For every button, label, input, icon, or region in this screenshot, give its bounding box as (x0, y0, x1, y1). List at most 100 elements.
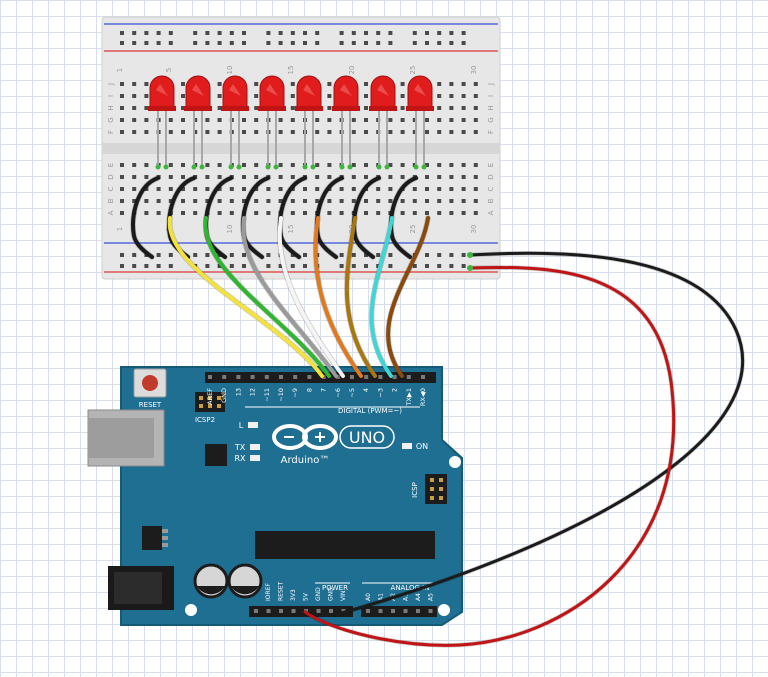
breadboard-hole (339, 211, 344, 215)
red-led-icon (295, 75, 323, 170)
breadboard-hole (132, 175, 137, 179)
breadboard-hole (290, 118, 295, 122)
power-pin[interactable] (341, 609, 346, 613)
breadboard-hole (412, 130, 417, 134)
digital-pin[interactable] (406, 375, 411, 379)
signal-wire[interactable] (241, 216, 338, 378)
analog-pin[interactable] (416, 609, 420, 613)
breadboard-hole (205, 130, 210, 134)
arduino-infinity-logo-icon (272, 424, 338, 450)
digital-pin[interactable] (293, 375, 298, 379)
digital-pin[interactable] (421, 375, 425, 379)
red-led-icon (369, 75, 397, 170)
breadboard-hole (290, 264, 295, 268)
breadboard-column-number: 10 (226, 225, 234, 234)
breadboard-hole (425, 211, 429, 215)
signal-wire[interactable] (344, 216, 377, 378)
power-pin[interactable] (291, 609, 296, 613)
digital-pin[interactable] (392, 375, 397, 379)
analog-section-label: ANALOG IN (391, 584, 430, 592)
breadboard-column-number: 10 (226, 66, 234, 75)
digital-pin-label: 8 (305, 388, 313, 392)
digital-pin[interactable] (208, 375, 212, 379)
power-pin[interactable] (279, 609, 283, 613)
breadboard-hole (144, 82, 149, 86)
digital-pin[interactable] (307, 375, 312, 379)
analog-pin-label: A0 (365, 593, 372, 601)
breadboard-hole (327, 211, 332, 215)
power-5v-supply-wire[interactable] (303, 265, 676, 647)
wires (130, 175, 745, 648)
analog-pin[interactable] (366, 609, 370, 613)
breadboard-hole (376, 31, 381, 35)
signal-wire[interactable] (369, 216, 394, 378)
power-pin[interactable] (254, 609, 258, 613)
signal-wire[interactable] (313, 216, 363, 378)
breadboard-hole (351, 163, 356, 167)
analog-pin[interactable] (391, 609, 395, 613)
breadboard-hole (181, 118, 185, 122)
digital-pin[interactable] (364, 375, 369, 379)
breadboard-hole (461, 41, 466, 45)
breadboard-hole (120, 94, 124, 98)
digital-pin[interactable] (222, 375, 227, 379)
power-pin-label: GND (315, 587, 322, 601)
digital-pin-label: TX▶1 (405, 388, 413, 407)
ground-jumper-wire[interactable] (389, 176, 418, 259)
signal-wire[interactable] (386, 216, 430, 378)
breadboard-hole (364, 199, 368, 203)
power-pin[interactable] (266, 609, 271, 613)
digital-pin[interactable] (350, 375, 354, 379)
breadboard-hole (290, 31, 295, 35)
breadboard-hole (193, 118, 198, 122)
signal-wire[interactable] (167, 216, 324, 378)
atmega-microcontroller-chip (255, 531, 435, 559)
digital-pin[interactable] (279, 375, 283, 379)
reset-label: RESET (139, 401, 162, 409)
signal-wire[interactable] (277, 216, 345, 378)
regulator-pin (162, 536, 168, 540)
breadboard-hole (266, 211, 271, 215)
analog-pin[interactable] (428, 609, 433, 613)
tx-label: TX (234, 443, 246, 452)
breadboard-hole (376, 264, 381, 268)
signal-wire[interactable] (203, 216, 331, 378)
breadboard-hole (132, 82, 137, 86)
breadboard-hole (473, 94, 478, 98)
power-pin[interactable] (329, 609, 333, 613)
digital-pin[interactable] (236, 375, 241, 379)
breadboard-hole (437, 41, 442, 45)
breadboard-column-number: 30 (470, 66, 478, 75)
breadboard-hole (425, 163, 429, 167)
breadboard-hole (449, 199, 454, 203)
ground-supply-wire[interactable] (333, 251, 744, 617)
analog-pin[interactable] (378, 609, 383, 613)
digital-pin[interactable] (378, 375, 383, 379)
ground-jumper-wire[interactable] (352, 176, 381, 259)
breadboard-row-letter: B (107, 198, 115, 203)
breadboard-hole (144, 41, 149, 45)
breadboard-hole (229, 211, 234, 215)
breadboard-hole (266, 199, 271, 203)
breadboard-hole (120, 82, 124, 86)
digital-pin[interactable] (264, 375, 269, 379)
digital-pin[interactable] (250, 375, 255, 379)
ground-jumper-wire[interactable] (131, 176, 160, 259)
breadboard-row-letter: H (107, 105, 115, 110)
breadboard-hole (181, 82, 185, 86)
breadboard-hole (437, 175, 442, 179)
digital-pin[interactable] (335, 375, 340, 379)
icsp2-label: ICSP2 (195, 416, 215, 424)
breadboard-hole (461, 106, 466, 110)
digital-pin-label: GND (220, 388, 228, 403)
breadboard-hole (217, 94, 222, 98)
breadboard-hole (339, 264, 344, 268)
breadboard-hole (437, 31, 442, 35)
breadboard-hole (449, 163, 454, 167)
breadboard-hole (376, 253, 381, 257)
analog-pin[interactable] (403, 609, 408, 613)
power-pin[interactable] (316, 609, 321, 613)
breadboard-hole (303, 253, 307, 257)
reset-button-cap[interactable] (142, 375, 158, 391)
